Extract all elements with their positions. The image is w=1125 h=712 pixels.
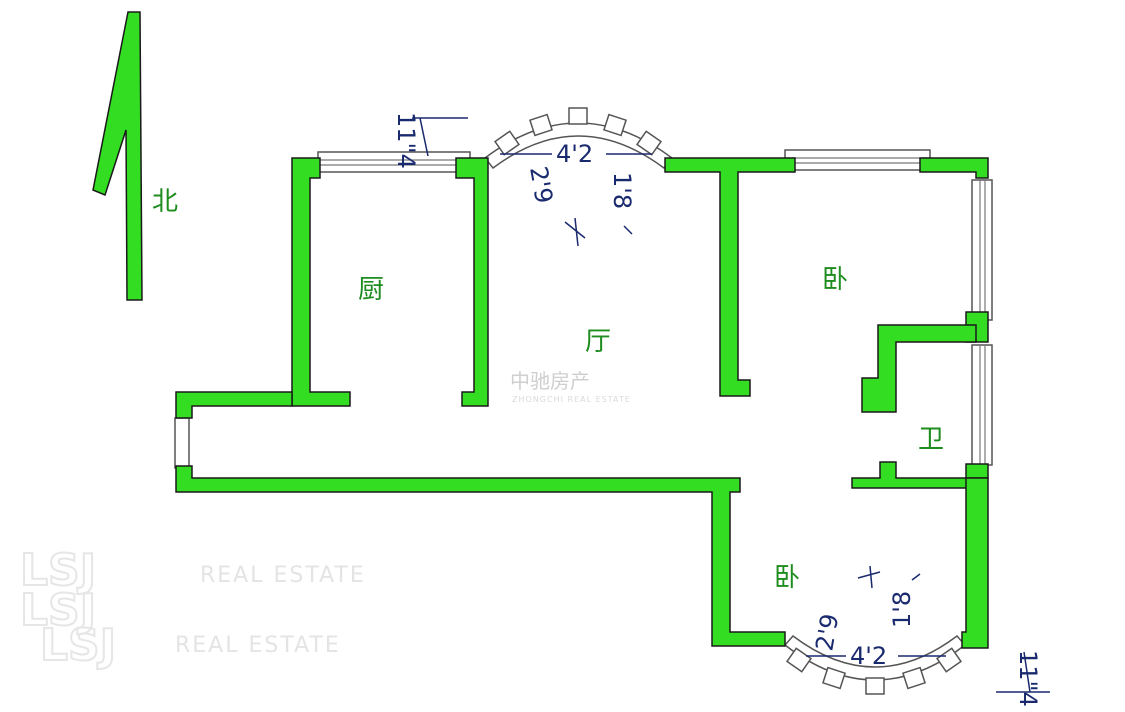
watermark-logo-text-2: LSJ [20, 585, 96, 636]
bedroom-east-window [971, 179, 993, 321]
watermark-logo-tag-2: REAL ESTATE [175, 633, 341, 658]
entrance-door [174, 417, 190, 469]
room-label-bedroom-north: 卧 [822, 265, 848, 295]
dim-bottom-bay-side: 1'8 [888, 591, 916, 628]
wall-kitchen-east [455, 157, 489, 407]
dimensions: 11"4 4'2 2'9 1'8 4'2 2'9 1'8 11"4 [392, 112, 1050, 707]
dim-bottom-window-height: 11"4 [1014, 650, 1042, 707]
room-label-bedroom-south: 卧 [774, 563, 800, 593]
north-arrow-icon [92, 11, 143, 301]
walls [175, 157, 989, 649]
watermark-brand: 中驰房产 [510, 369, 590, 393]
dim-top-window-height: 11"4 [392, 112, 420, 169]
bathroom-window [971, 344, 993, 466]
bedroom-north-window [784, 149, 931, 171]
wall-kitchen-west [291, 157, 351, 407]
windows [174, 107, 993, 695]
wall-west-upper [175, 391, 293, 419]
wall-bathroom-north [861, 324, 977, 413]
room-label-kitchen: 厨 [358, 275, 384, 305]
watermark-logo-tag: REAL ESTATE [200, 563, 366, 588]
dim-cross-bottom [857, 571, 881, 579]
room-label-living: 厅 [585, 327, 611, 357]
watermark-brand-sub: ZHONGCHI REAL ESTATE [512, 395, 631, 404]
dim-bottom-bay-width: 4'2 [850, 642, 887, 670]
wall-living-bedroom [664, 157, 796, 397]
dim-bottom-bay-depth: 2'9 [810, 612, 844, 653]
wall-bedroom-south-east [961, 477, 989, 649]
north-label: 北 [152, 187, 178, 217]
room-label-bathroom: 卫 [918, 425, 944, 455]
wall-bedroom-north-top [919, 157, 989, 179]
wall-corridor-south [175, 465, 786, 647]
dim-top-bay-depth: 2'9 [524, 164, 558, 205]
dim-top-bay-width: 4'2 [556, 140, 593, 168]
watermark-logo: LSJ REAL ESTATE LSJ LSJ REAL ESTATE [19, 544, 366, 672]
north-arrow: 北 [92, 11, 178, 301]
watermark-logo-text-3: LSJ [40, 620, 116, 671]
dim-cross-top [564, 221, 586, 239]
dim-top-bay-side: 1'8 [608, 172, 636, 209]
room-labels: 厨 厅 卧 卫 卧 [358, 265, 944, 593]
watermark-logo-text: LSJ [20, 545, 96, 596]
